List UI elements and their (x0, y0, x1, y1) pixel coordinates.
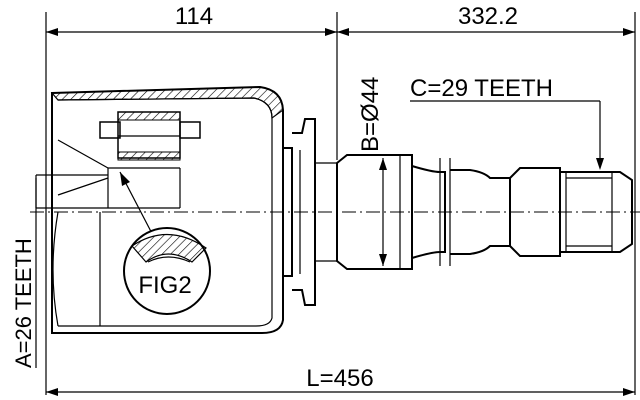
ball-carrier-detail (99, 111, 201, 161)
joint-housing (35, 85, 284, 334)
top-dimension-lines (45, 12, 636, 395)
diameter-label: B=Ø44 (357, 77, 384, 152)
dim-total-length-label: L=456 (306, 365, 373, 392)
dim-332-label: 332.2 (458, 3, 518, 30)
fig2-label: FIG2 (138, 272, 191, 299)
shaft-teeth-label: C=29 TEETH (410, 75, 553, 102)
bottom-dimension-line (46, 388, 635, 396)
housing-teeth-label: A=26 TEETH (11, 238, 36, 368)
flange-seal (282, 118, 337, 306)
dim-114-label: 114 (175, 3, 213, 30)
fig2-callout (119, 171, 211, 315)
diameter-dimension (379, 158, 387, 266)
shaft-teeth-leader (410, 100, 604, 170)
shaft-body (336, 154, 633, 270)
